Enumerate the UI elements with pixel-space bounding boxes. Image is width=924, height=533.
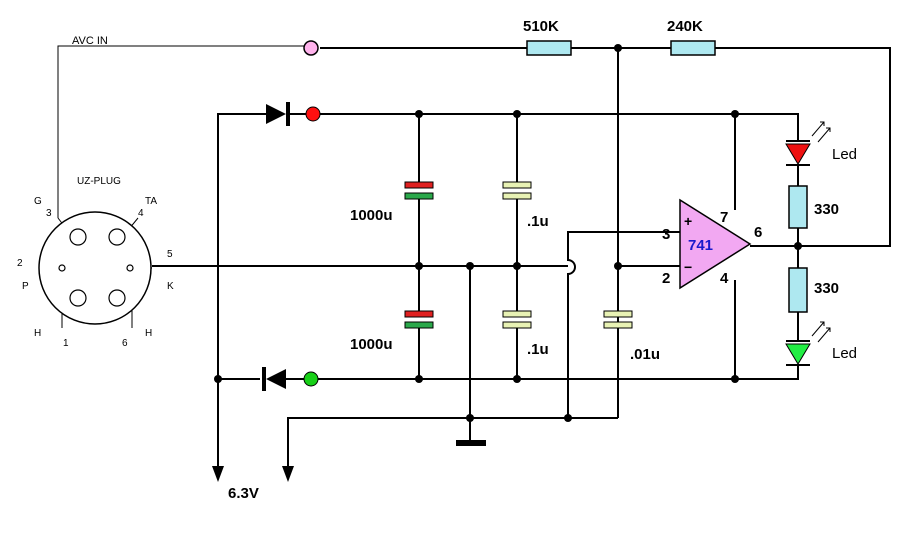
plug-pin-4: 4 (138, 208, 144, 219)
positive-terminal (305, 106, 321, 122)
opamp-741 (679, 198, 752, 290)
label-330-bottom: 330 (814, 280, 839, 297)
label-0.1u-bottom: .1u (527, 341, 549, 358)
opamp-minus-sign: − (684, 259, 692, 275)
opamp-pin-7: 7 (720, 209, 728, 226)
label-0.01u: .01u (630, 346, 660, 363)
plug-pin-k: K (167, 281, 174, 292)
resistor-330-top (788, 185, 808, 229)
plug-pin-g: G (34, 196, 42, 207)
label-1000u-top: 1000u (350, 207, 393, 224)
resistor-240k (670, 40, 716, 56)
plug-pin-2: 2 (17, 258, 23, 269)
plug-pin-5: 5 (167, 249, 173, 260)
led-label-top: Led (832, 146, 857, 163)
opamp-pin-2: 2 (662, 270, 670, 287)
plug-pin-6: 6 (122, 338, 128, 349)
negative-terminal (303, 371, 319, 387)
label-0.1u-top: .1u (527, 213, 549, 230)
capacitor-0.1u-top (502, 181, 532, 200)
capacitor-1000u-bottom (404, 310, 434, 329)
avc-label: AVC IN (72, 35, 108, 47)
supply-voltage-label: 6.3V (228, 485, 259, 502)
opamp-plus-sign: + (684, 213, 692, 229)
plug-pin-h-right: H (145, 328, 152, 339)
opamp-pin-3: 3 (662, 226, 670, 243)
label-330-top: 330 (814, 201, 839, 218)
plug-pin-h-left: H (34, 328, 41, 339)
label-510k: 510K (523, 18, 559, 35)
plug-title: UZ-PLUG (77, 176, 121, 187)
label-240k: 240K (667, 18, 703, 35)
capacitor-0.1u-bottom (502, 310, 532, 329)
plug-pin-ta: TA (145, 196, 157, 207)
supply-arrow-right (282, 466, 294, 482)
led-green (785, 321, 831, 366)
wires (40, 45, 891, 468)
capacitor-1000u-top (404, 181, 434, 200)
led-label-bottom: Led (832, 345, 857, 362)
opamp-pin-4: 4 (720, 270, 729, 287)
resistor-330-bottom (788, 267, 808, 313)
diode-bottom (262, 367, 304, 391)
opamp-name: 741 (688, 237, 713, 254)
diode-top (266, 102, 306, 126)
uz-plug (38, 211, 152, 325)
ground-symbol (456, 440, 486, 446)
resistor-510k (526, 40, 572, 56)
junction-dots (214, 44, 802, 422)
plug-pin-3: 3 (46, 208, 52, 219)
opamp-pin-6: 6 (754, 224, 762, 241)
plug-pin-1: 1 (63, 338, 69, 349)
plug-pin-p: P (22, 281, 29, 292)
capacitor-0.01u (603, 310, 633, 329)
supply-arrow-left (212, 466, 224, 482)
label-1000u-bottom: 1000u (350, 336, 393, 353)
avc-terminal (303, 40, 319, 56)
led-red (785, 121, 831, 166)
